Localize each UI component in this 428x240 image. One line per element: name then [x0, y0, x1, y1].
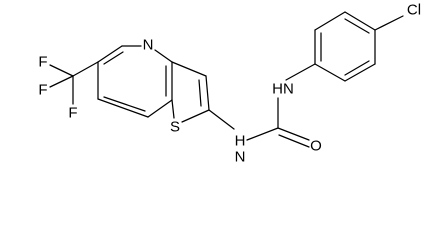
atom-label-f1: F: [38, 54, 47, 71]
bond-c7a-c7: [147, 99, 173, 118]
atom-label-hn-upper: HN: [272, 81, 294, 98]
bond-carbonyl-o-double: [278, 134, 310, 148]
atom-label-f2: F: [38, 82, 47, 99]
bond-c3-c2: [205, 75, 210, 111]
bond-c7-c6-double: [103, 96, 146, 112]
bond-c6-c5-double: [103, 51, 124, 65]
bond-nh-upper-aryl: [285, 63, 316, 81]
bond-c2-s1: [181, 109, 210, 123]
chemical-structure-diagram: Cl HN H N O N S F F F: [38, 2, 421, 166]
bonds: [49, 11, 404, 148]
bond-c3a-c3: [171, 61, 207, 77]
bond-c7-c6: [97, 98, 149, 118]
bond-cf3-f1: [49, 64, 74, 77]
bond-c2-nh-lower: [208, 109, 235, 130]
atom-labels: Cl HN H N O N S F F F: [38, 2, 421, 166]
atom-label-cl: Cl: [407, 2, 421, 19]
atom-label-s: S: [170, 119, 180, 136]
bond-cf3-f2: [49, 75, 74, 88]
atom-label-n-lower: N: [235, 149, 246, 166]
bond-ph-c6-c1: [314, 63, 346, 82]
bond-cf3-c6: [72, 61, 99, 77]
bond-c6-c5: [97, 45, 123, 63]
atom-label-o: O: [310, 138, 322, 155]
bond-nh-lower-carbonyl: [246, 127, 279, 141]
bond-ph-c3-c4: [344, 11, 376, 31]
atom-label-h-lower: H: [235, 133, 246, 150]
atom-label-n-pyridine: N: [143, 37, 154, 54]
atom-label-f3: F: [68, 105, 77, 122]
bond-n4-c3a: [154, 49, 173, 63]
bond-ph-c2-c3: [314, 11, 346, 31]
bond-s1-c7a: [171, 99, 175, 119]
bond-ph-c5-c6-double: [344, 60, 370, 76]
bond-ph-c5-c6: [344, 63, 376, 82]
bond-c3-c2-double: [198, 79, 202, 107]
bond-carbonyl-o: [277, 127, 310, 141]
bond-ph-c3-c4-double: [344, 18, 370, 34]
bond-ph-cl: [374, 15, 404, 31]
